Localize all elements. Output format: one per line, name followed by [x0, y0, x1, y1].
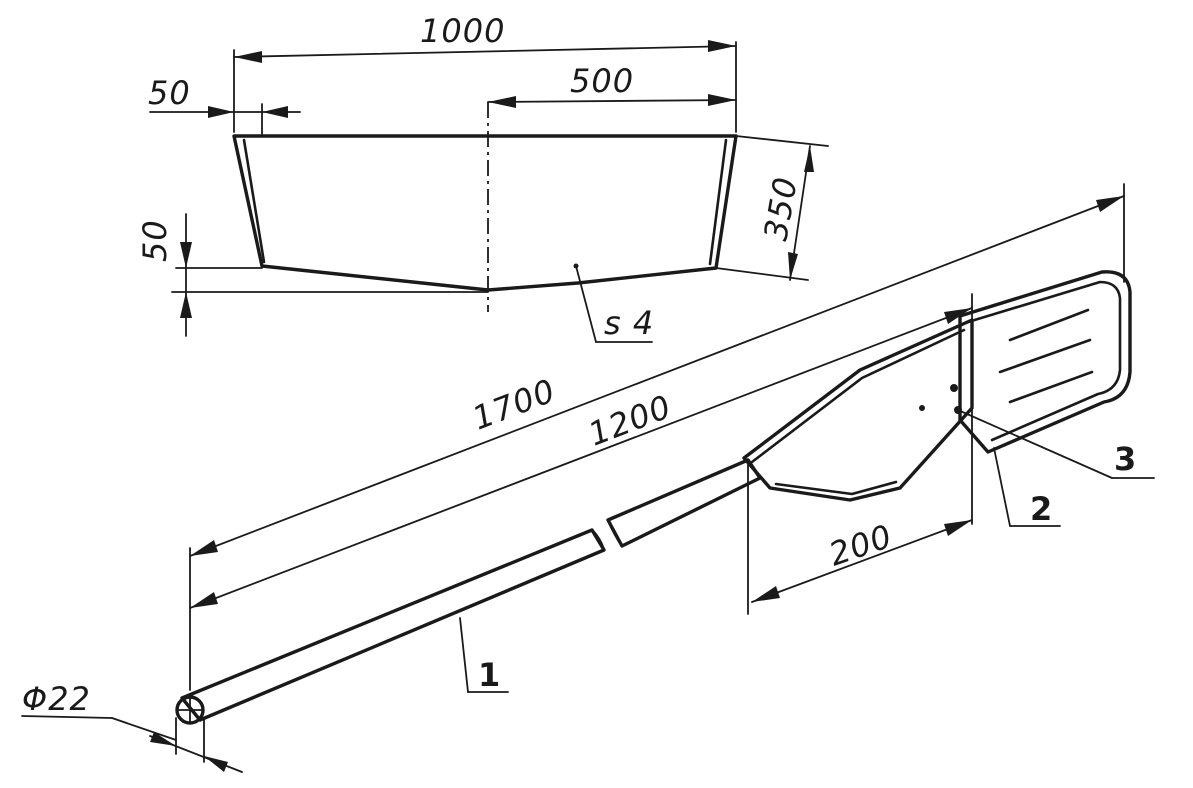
- dim-500-label: 500: [570, 62, 634, 100]
- dim-1200-label: 1200: [583, 387, 676, 453]
- blade-hem-right: [708, 138, 728, 266]
- dim-diameter-label: Φ22: [22, 680, 91, 718]
- oar-sketch: 1700 1200 200 Φ22: [21, 183, 1155, 773]
- dim-1700: 1700: [189, 183, 1125, 691]
- callout-2-label: 2: [1030, 490, 1052, 528]
- dim-1000: 1000: [233, 12, 737, 133]
- dim-50-edge-label: 50: [148, 74, 191, 112]
- blade-slot-3: [1008, 370, 1094, 404]
- dim-1700-label: 1700: [467, 371, 560, 437]
- oar-shaft: [175, 458, 762, 725]
- dim-350: 350: [715, 135, 829, 281]
- dim-diameter: Φ22: [21, 680, 243, 773]
- material-callout: s 4: [573, 263, 654, 343]
- dim-200-label: 200: [824, 517, 897, 574]
- blade-slot-1: [1008, 308, 1090, 342]
- blade-sketch: 1000 500 50 350: [136, 12, 829, 343]
- dim-50-depth-label: 50: [136, 219, 174, 262]
- rivet-dot-1: [950, 384, 958, 392]
- dim-50-edge: 50: [148, 74, 301, 135]
- blade-outline: [232, 134, 738, 292]
- blade-slot-2: [998, 338, 1092, 374]
- dim-200: 200: [747, 463, 973, 615]
- material-thickness-label: s 4: [604, 304, 654, 342]
- callout-1-label: 1: [478, 656, 500, 694]
- blade-hem-left: [242, 138, 266, 264]
- callout-3: 3: [957, 409, 1155, 479]
- oar-blade: [958, 270, 1132, 454]
- dim-50-depth: 50: [136, 213, 489, 337]
- clamp-plate: [742, 318, 974, 502]
- callout-3-label: 3: [1114, 440, 1136, 478]
- shaft-end-circle: [175, 695, 205, 725]
- callout-2: 2: [993, 447, 1061, 528]
- rivet-dot-3: [919, 405, 925, 411]
- dim-1000-label: 1000: [420, 12, 505, 50]
- dim-500: 500: [487, 62, 737, 108]
- callout-1: 1: [459, 617, 509, 694]
